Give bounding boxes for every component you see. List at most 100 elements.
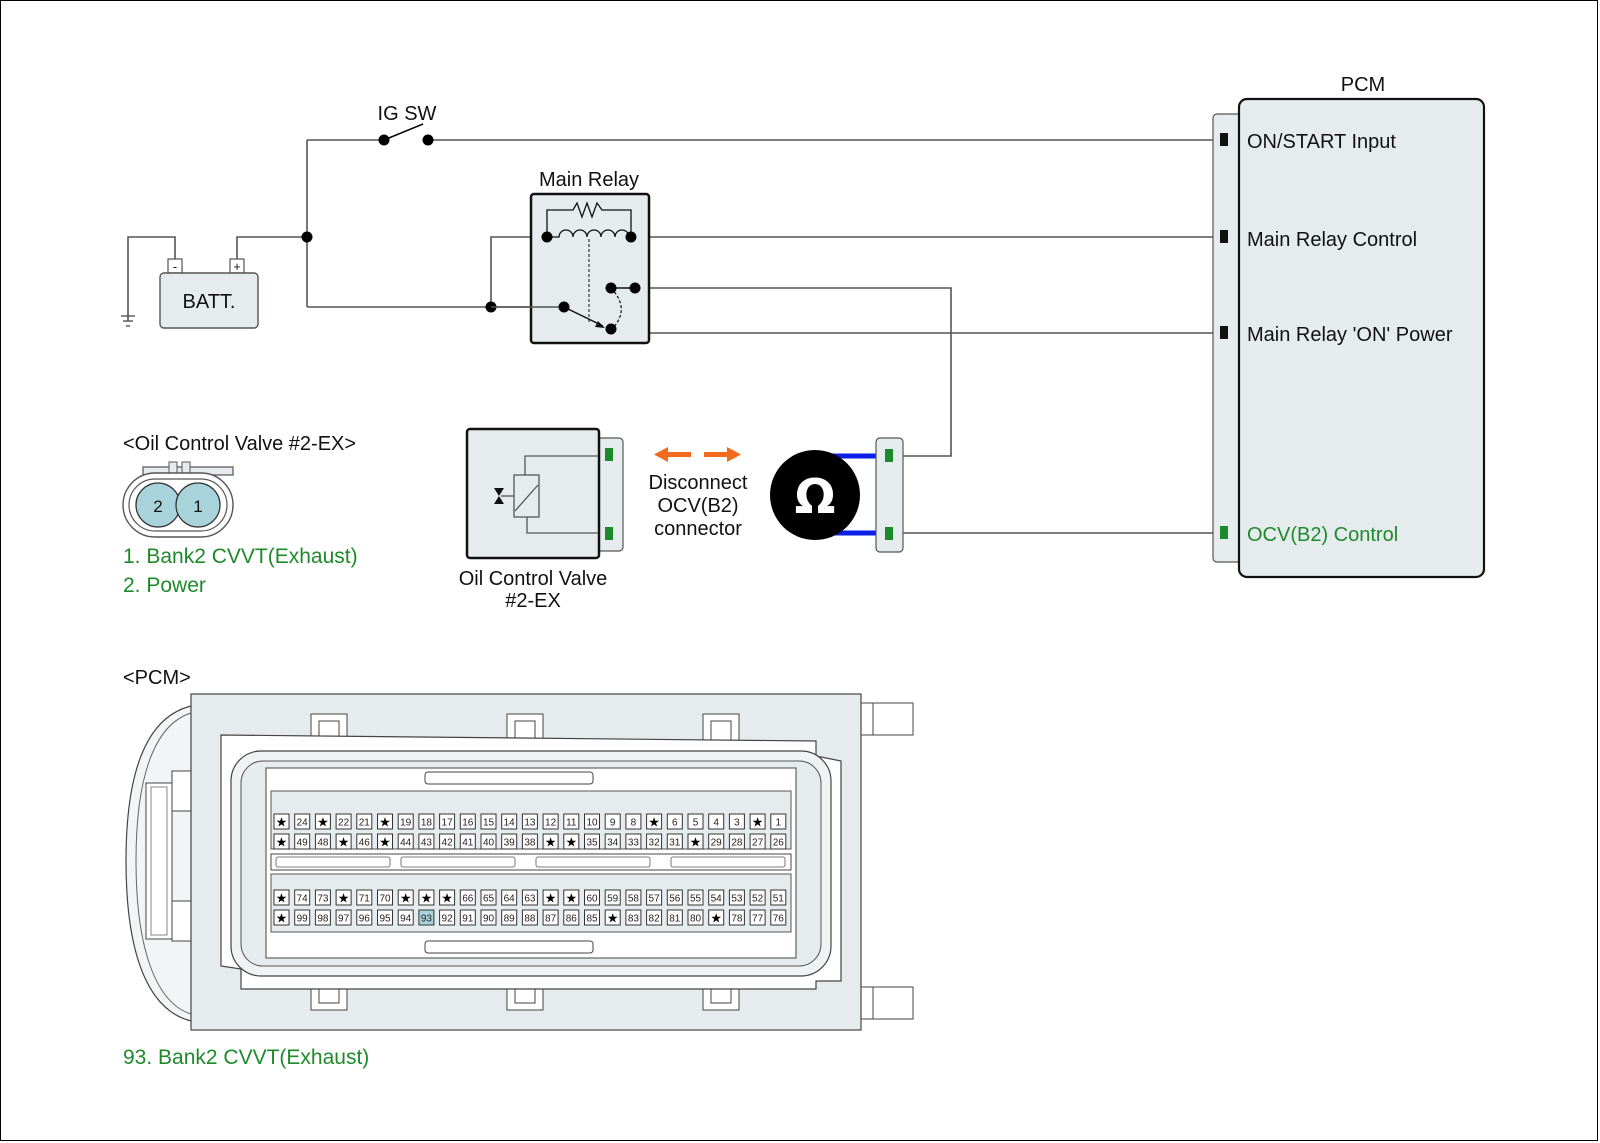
pcm-pin-label: 14	[504, 818, 516, 829]
pcm-pin-80: 80	[687, 909, 704, 926]
pcm-pin-48: 48	[314, 833, 331, 850]
pcm-pin-label: 92	[442, 914, 454, 925]
pcm-pin-85: 85	[584, 909, 600, 926]
pcm-pin-label: ★	[276, 836, 288, 851]
pcm-pin-label: 99	[297, 914, 309, 925]
pcm-pin-4: 4	[708, 813, 725, 830]
pcm-pin-27: 27	[749, 833, 766, 850]
pcm-pin-41: 41	[459, 833, 476, 850]
pcm-pin-unused: ★	[542, 889, 559, 907]
pcm-pin-44: 44	[397, 833, 414, 850]
pcm-pin-13: 13	[521, 813, 538, 830]
ocv-connector-face: <Oil Control Valve #2-EX> 2 1 1. Bank2 C…	[122, 433, 358, 597]
pcm-module: PCM ON/START Input Main Relay Control Ma…	[1212, 74, 1486, 579]
pcm-pin-label: 18	[421, 818, 433, 829]
pcm-pin-label: 55	[690, 894, 702, 905]
pcm-pin-94: 94	[397, 909, 414, 926]
pcm-pin-52: 52	[749, 889, 766, 906]
disconnect-label: connector	[654, 518, 742, 540]
pcm-pin-label: 26	[773, 838, 785, 849]
pcm-pin-label: 19	[400, 818, 412, 829]
pcm-pin-label: ★	[379, 816, 391, 831]
pcm-pin-label: 82	[649, 914, 661, 925]
ocv-pin-1	[175, 482, 221, 528]
pcm-pin-main-relay-control	[1220, 230, 1228, 243]
pcm-pin-label: 11	[566, 818, 577, 829]
pcm-pin-51: 51	[770, 889, 787, 906]
pcm-pin-19: 19	[397, 813, 414, 830]
pcm-terminal-label: Main Relay Control	[1247, 229, 1417, 251]
pcm-pin-label: 95	[379, 914, 391, 925]
pcm-pin-56: 56	[666, 889, 683, 906]
pcm-pin-17: 17	[439, 813, 456, 830]
ig-switch: IG SW	[378, 103, 437, 146]
pcm-pin-43: 43	[418, 833, 435, 850]
pcm-pin-9: 9	[604, 813, 621, 830]
solenoid-icon	[513, 474, 540, 518]
pcm-pin-label: 29	[711, 838, 723, 849]
pcm-pin-label: ★	[400, 892, 412, 907]
pcm-pin-unused: ★	[273, 813, 290, 831]
pcm-pin-label: 80	[690, 914, 702, 925]
pcm-pin-label: 83	[628, 914, 640, 925]
wire-coil-feed	[490, 236, 547, 307]
pcm-pin-35: 35	[584, 833, 600, 850]
pcm-pin-label: 38	[524, 838, 536, 849]
pcm-pin-label: ★	[565, 836, 577, 851]
pcm-pin-unused: ★	[397, 889, 414, 907]
pcm-pin-66: 66	[459, 889, 476, 906]
pcm-pin-90: 90	[480, 909, 497, 926]
pcm-pin-label: 42	[442, 838, 454, 849]
disconnect-label: OCV(B2)	[657, 495, 738, 517]
wire-main-relay-on-power	[634, 288, 1224, 334]
pcm-pin-71: 71	[356, 889, 373, 906]
pcm-pin-label: ★	[565, 892, 577, 907]
pcm-pin-22: 22	[335, 813, 352, 830]
pcm-pin-unused: ★	[273, 889, 290, 907]
pcm-pin-unused: ★	[604, 909, 621, 927]
pcm-pin-label: 97	[338, 914, 350, 925]
pcm-pin-label: 1	[776, 818, 782, 829]
pcm-pin-label: ★	[441, 892, 453, 907]
pcm-pin-label: 58	[628, 894, 640, 905]
ocv-component-label: #2-EX	[505, 590, 561, 612]
pcm-pin-label: 70	[379, 894, 391, 905]
pcm-pin-31: 31	[666, 833, 683, 850]
pcm-pin-59: 59	[604, 889, 621, 906]
pcm-pin-unused: ★	[377, 813, 393, 831]
ocv-connector-title: <Oil Control Valve #2-EX>	[123, 433, 356, 455]
pcm-pin-label: 24	[297, 818, 309, 829]
pcm-pin-3: 3	[728, 813, 745, 830]
pcm-pin-29: 29	[708, 833, 725, 850]
pcm-pin-unused: ★	[687, 833, 704, 851]
pcm-pin-label: 86	[566, 914, 578, 925]
pcm-pin-26: 26	[770, 833, 787, 850]
wire-ground	[127, 236, 176, 321]
pcm-pin-label: ★	[276, 892, 288, 907]
pcm-pin-86: 86	[563, 909, 580, 926]
pcm-pin-label: 39	[504, 838, 516, 849]
pcm-pin-label: 53	[731, 894, 743, 905]
pcm-pin-21: 21	[356, 813, 373, 830]
pcm-pin-77: 77	[749, 909, 766, 926]
oil-control-valve-component: Oil Control Valve #2-EX	[459, 427, 624, 612]
pcm-pin-65: 65	[480, 889, 497, 906]
pcm-pin-label: 31	[669, 838, 681, 849]
ohm-icon: Ω	[795, 469, 836, 525]
pcm-pin-34: 34	[604, 833, 621, 850]
pcm-pin-5: 5	[687, 813, 704, 830]
pcm-pin-label: ★	[276, 912, 288, 927]
pcm-pin-78: 78	[728, 909, 745, 926]
pcm-pin-6: 6	[666, 813, 683, 830]
pcm-pin-label: 77	[752, 914, 764, 925]
pcm-pin-label: 89	[504, 914, 516, 925]
pcm-pin-label: 32	[649, 838, 661, 849]
pcm-pin-82: 82	[646, 909, 663, 926]
pcm-pin-10: 10	[584, 813, 600, 830]
pcm-pin-label: 41	[462, 838, 474, 849]
pcm-pin-label: 8	[631, 818, 637, 829]
pcm-pin-unused: ★	[273, 909, 290, 927]
pcm-pin-label: 35	[586, 838, 598, 849]
pcm-pin-64: 64	[501, 889, 518, 906]
